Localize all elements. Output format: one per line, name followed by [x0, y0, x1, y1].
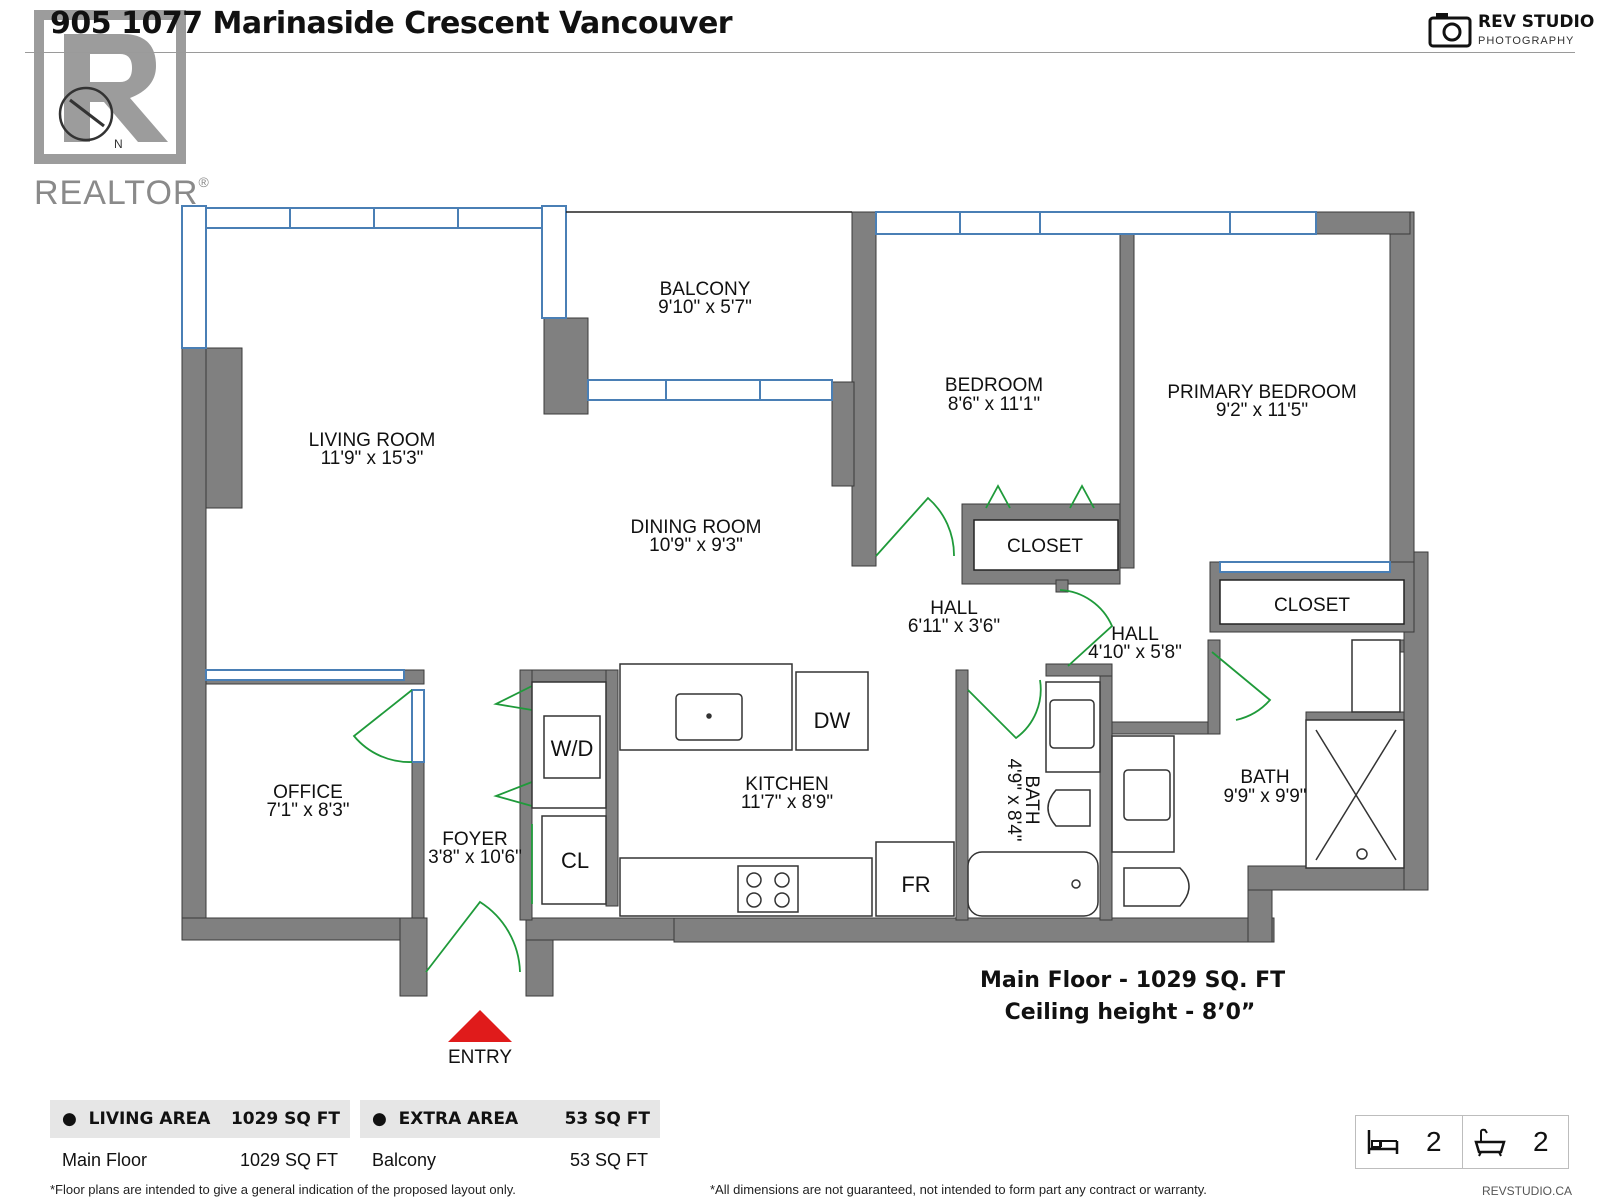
foyer-size: 3'8" x 10'6": [428, 847, 522, 868]
title-divider: [25, 52, 1575, 53]
primary-closet-label: CLOSET: [1274, 595, 1350, 616]
bathtub-icon: [1474, 1128, 1506, 1157]
brand-logo: REV STUDIO PHOTOGRAPHY: [1428, 8, 1594, 50]
living-area-row: Main Floor 1029 SQ FT: [50, 1138, 350, 1176]
hall-size: 6'11" x 3'6": [908, 616, 1000, 637]
entry-label: ENTRY: [447, 1047, 513, 1068]
main-floor-area: Main Floor - 1029 SQ. FT: [980, 968, 1286, 993]
kitchen-label: KITCHEN: [745, 774, 828, 795]
realtor-logo-icon: N: [34, 10, 186, 164]
living-room-size: 11'9" x 15'3": [321, 448, 424, 469]
balcony-size: 9'10" x 5'7": [658, 297, 752, 318]
kitchen-fixtures: [531, 663, 955, 917]
bullet-icon: ●: [62, 1109, 89, 1129]
washer-dryer-label: W/D: [551, 736, 594, 761]
dining-room-label: DINING ROOM: [631, 517, 762, 538]
bedroom-count-value: 2: [1426, 1126, 1442, 1157]
primary-bedroom-size: 9'2" x 11'5": [1216, 400, 1308, 421]
hall2-size: 4'10" x 5'8": [1088, 642, 1182, 663]
balcony-area-value: 53 SQ FT: [569, 1150, 648, 1170]
primary-bedroom-label: PRIMARY BEDROOM: [1167, 382, 1356, 403]
balcony-area-label: Balcony: [372, 1150, 437, 1170]
footnote-warranty: *All dimensions are not guaranteed, not …: [710, 1182, 1207, 1197]
balcony-label: BALCONY: [660, 279, 751, 300]
realtor-word: REALTOR®: [34, 174, 210, 212]
ceiling-height: Ceiling height - 8’0”: [1004, 1000, 1256, 1025]
office-size: 7'1" x 8'3": [266, 800, 349, 821]
foyer-label: FOYER: [442, 829, 507, 850]
bath-count-value: 2: [1533, 1126, 1549, 1157]
bath-fixtures: [967, 639, 1405, 917]
bath-count: 2: [1463, 1116, 1568, 1168]
main-floor-label: Main Floor: [62, 1150, 148, 1170]
bath1-size: 4'9" x 8'4": [1003, 758, 1024, 841]
living-area-total: 1029 SQ FT: [230, 1109, 340, 1129]
bedroom-label: BEDROOM: [945, 375, 1043, 396]
entry-arrow-icon: [448, 1010, 512, 1042]
extra-area-table: ● EXTRA AREA 53 SQ FT Balcony 53 SQ FT: [360, 1100, 660, 1176]
bedroom-size: 8'6" x 11'1": [948, 394, 1040, 415]
extra-area-header: ● EXTRA AREA 53 SQ FT: [360, 1100, 660, 1138]
footnote-layout: *Floor plans are intended to give a gene…: [50, 1182, 516, 1197]
office-label: OFFICE: [273, 782, 343, 803]
windows: [181, 205, 1391, 763]
entry-marker: ENTRY: [430, 1010, 530, 1070]
living-area-header: ● LIVING AREA 1029 SQ FT: [50, 1100, 350, 1138]
living-area-table: ● LIVING AREA 1029 SQ FT Main Floor 1029…: [50, 1100, 350, 1176]
extra-area-row: Balcony 53 SQ FT: [360, 1138, 660, 1176]
hall2-label: HALL: [1111, 624, 1159, 645]
extra-area-heading: EXTRA AREA: [398, 1109, 519, 1129]
brand-subtitle: PHOTOGRAPHY: [1478, 35, 1575, 47]
extra-area-total: 53 SQ FT: [564, 1109, 650, 1129]
fridge-label: FR: [901, 872, 930, 897]
bedroom-count: 2: [1356, 1116, 1461, 1168]
svg-text:N: N: [114, 137, 123, 151]
count-divider: [1462, 1116, 1463, 1168]
living-area-heading: LIVING AREA: [88, 1109, 211, 1129]
closet-label: CLOSET: [1007, 536, 1083, 557]
camera-icon: [1428, 13, 1472, 48]
bath2-label: BATH: [1240, 767, 1289, 788]
coat-closet-label: CL: [561, 848, 589, 873]
room-counts: 2 2: [1355, 1115, 1569, 1169]
living-room-label: LIVING ROOM: [309, 430, 436, 451]
bullet-icon: ●: [372, 1109, 399, 1129]
dining-room-size: 10'9" x 9'3": [649, 535, 743, 556]
main-floor-value: 1029 SQ FT: [239, 1150, 338, 1170]
doors: [352, 484, 1272, 973]
bath1-label: BATH: [1021, 775, 1042, 824]
hall-label: HALL: [930, 598, 978, 619]
bath2-size: 9'9" x 9'9": [1223, 786, 1306, 807]
brand-name: REV STUDIO: [1478, 12, 1595, 32]
closet-box: [973, 519, 1119, 571]
website-label: REVSTUDIO.CA: [1481, 1184, 1572, 1198]
bed-icon: [1367, 1130, 1399, 1154]
dishwasher-label: DW: [814, 708, 851, 733]
page-title: 905 1077 Marinaside Crescent Vancouver: [50, 6, 733, 41]
kitchen-size: 11'7" x 8'9": [741, 792, 833, 813]
primary-closet-box: [1219, 579, 1405, 625]
realtor-watermark: N REALTOR®: [34, 10, 209, 212]
